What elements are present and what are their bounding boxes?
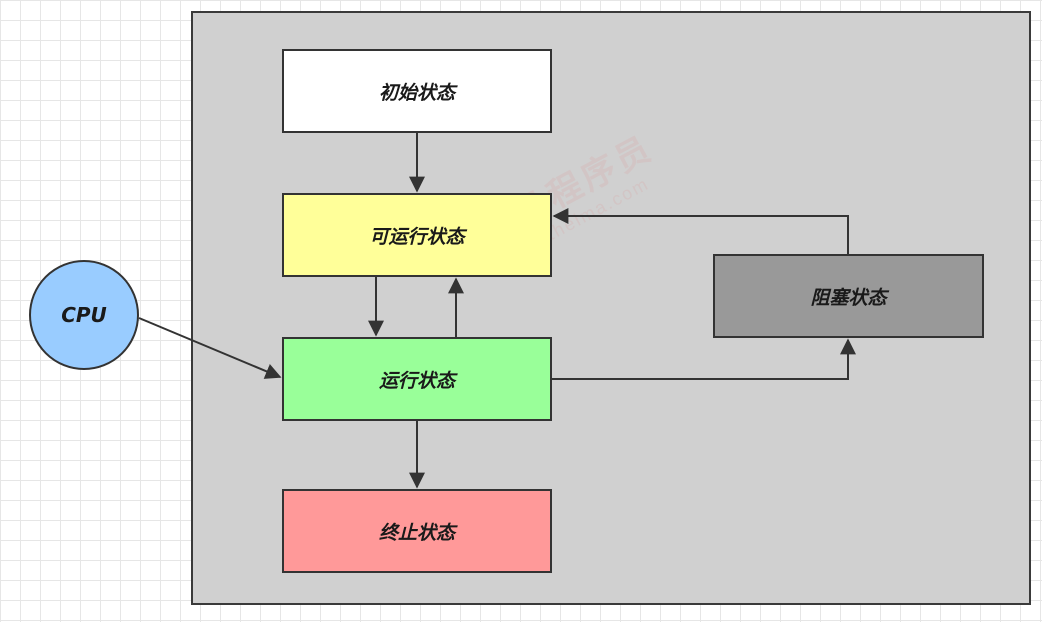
state-running: 运行状态 <box>282 337 552 421</box>
state-blocked: 阻塞状态 <box>713 254 984 338</box>
state-running-label: 运行状态 <box>378 369 455 392</box>
state-runnable-label: 可运行状态 <box>369 225 465 248</box>
cpu-label: CPU <box>61 303 107 327</box>
state-initial: 初始状态 <box>282 49 552 133</box>
state-initial-label: 初始状态 <box>378 81 455 104</box>
state-blocked-label: 阻塞状态 <box>810 286 887 309</box>
state-terminated: 终止状态 <box>282 489 552 573</box>
state-terminated-label: 终止状态 <box>378 521 455 544</box>
cpu-node: CPU <box>29 260 139 370</box>
state-runnable: 可运行状态 <box>282 193 552 277</box>
